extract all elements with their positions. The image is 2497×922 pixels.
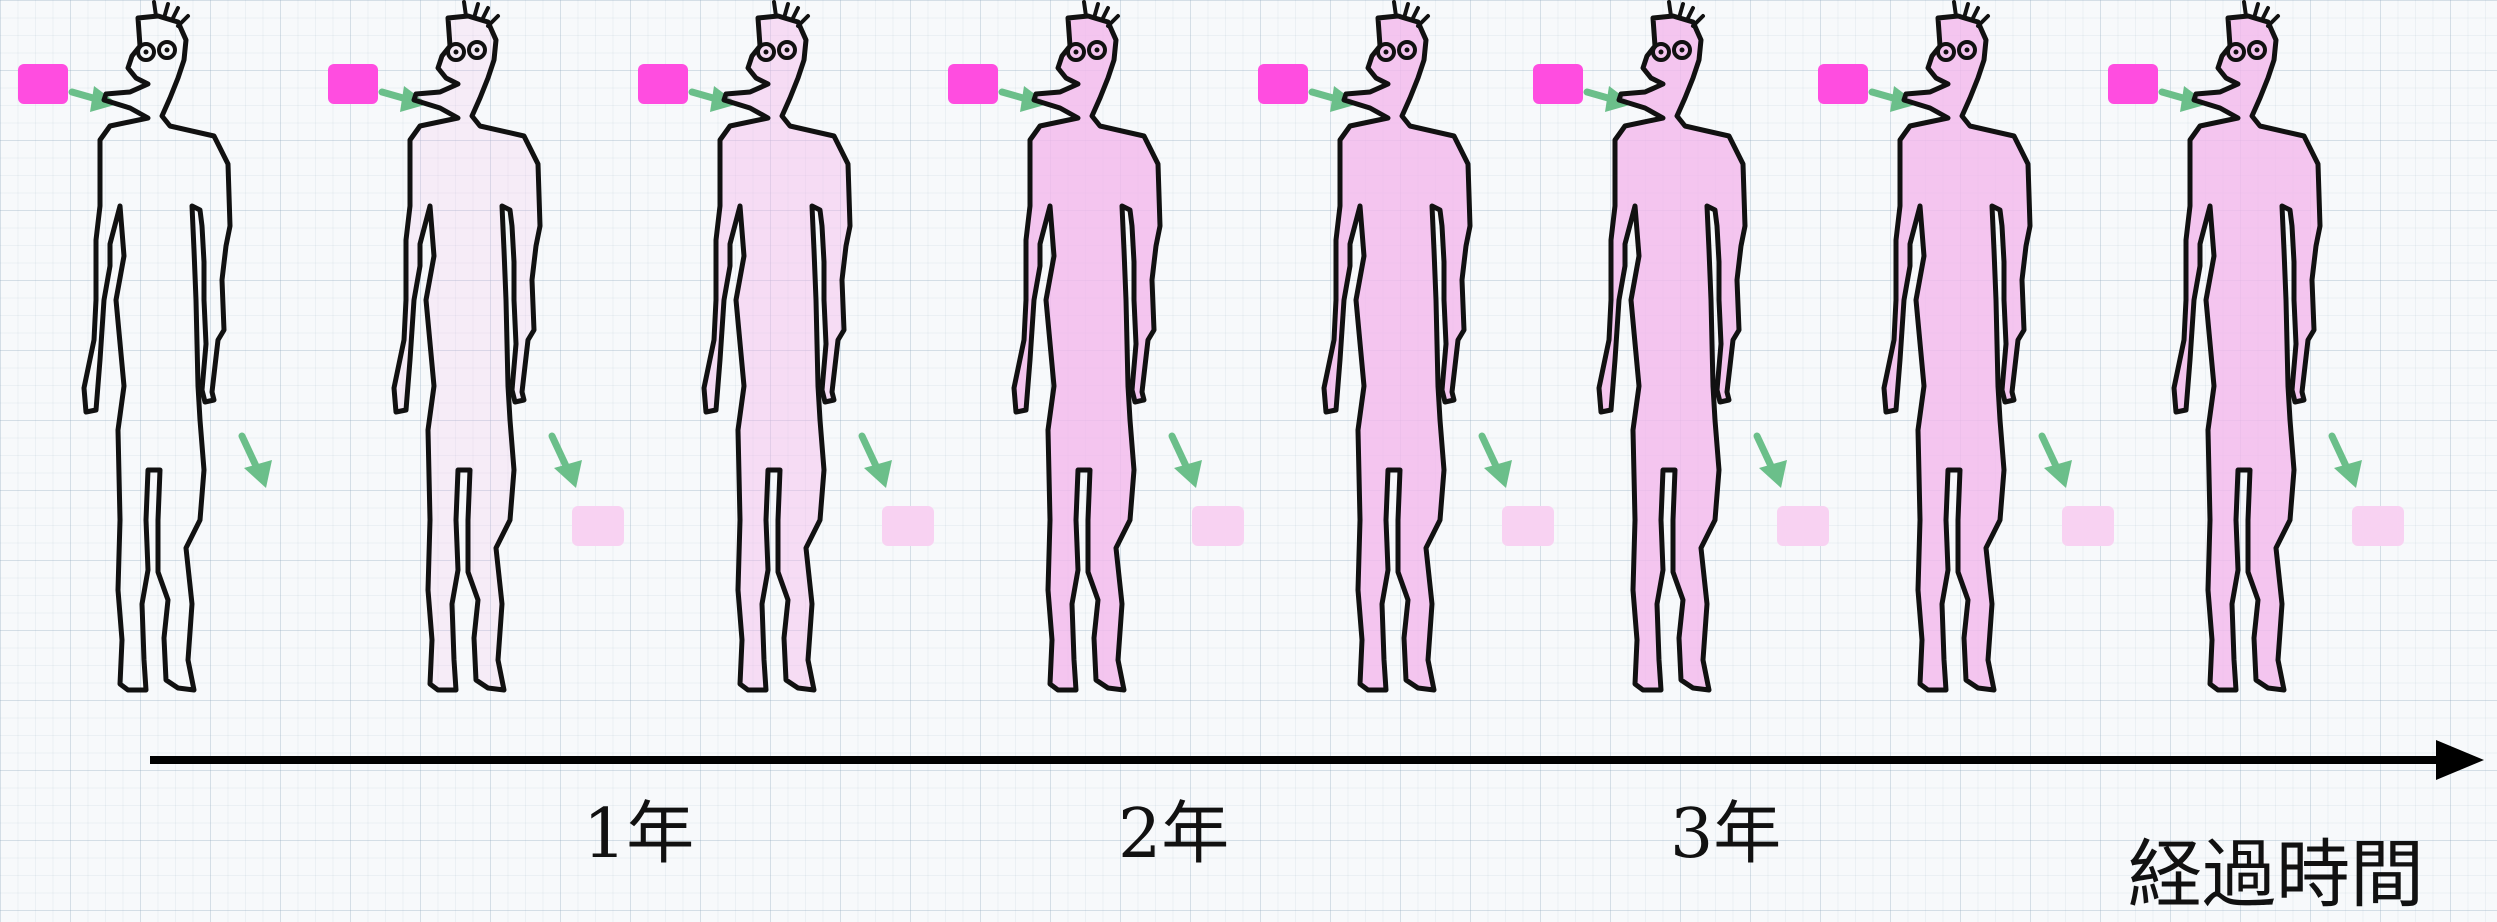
excrete-arrow [548, 432, 570, 470]
excrete-arrowhead [1759, 460, 1787, 488]
diagram-canvas [18, 0, 2484, 780]
intake-block [1258, 64, 1308, 104]
excrete-arrowhead [1484, 460, 1512, 488]
excrete-block [1192, 506, 1244, 546]
intake-block [18, 64, 68, 104]
excrete-arrowhead [244, 460, 272, 488]
excrete-arrowhead [554, 460, 582, 488]
excrete-block [2352, 506, 2404, 546]
excrete-arrow [238, 432, 260, 470]
excrete-arrow [2328, 432, 2350, 470]
excrete-arrowhead [2044, 460, 2072, 488]
excrete-arrow [1478, 432, 1500, 470]
axis-label-elapsed-time: 経過時間 [2128, 832, 2424, 918]
excrete-arrowhead [1174, 460, 1202, 488]
time-label-3-years: 3年 [1670, 795, 1782, 874]
person-figure-5 [1258, 2, 1554, 690]
intake-block [638, 64, 688, 104]
intake-block [1818, 64, 1868, 104]
intake-block [948, 64, 998, 104]
excrete-arrow [1753, 432, 1775, 470]
excrete-arrowhead [864, 460, 892, 488]
excrete-block [1777, 506, 1829, 546]
person-figure-8 [2108, 2, 2404, 690]
excrete-block [2062, 506, 2114, 546]
excrete-arrow [1168, 432, 1190, 470]
excrete-block [882, 506, 934, 546]
time-label-1-year: 1年 [583, 795, 695, 874]
person-figure-2 [328, 2, 624, 690]
person-figure-1 [18, 2, 272, 690]
intake-block [328, 64, 378, 104]
excrete-arrow [2038, 432, 2060, 470]
time-label-2-years: 2年 [1118, 795, 1230, 874]
person-figure-3 [638, 2, 934, 690]
person-figure-7 [1818, 2, 2114, 690]
person-figure-4 [948, 2, 1244, 690]
person-figure-6 [1533, 2, 1829, 690]
excrete-block [572, 506, 624, 546]
excrete-arrow [858, 432, 880, 470]
excrete-arrowhead [2334, 460, 2362, 488]
excrete-block [1502, 506, 1554, 546]
time-axis-arrowhead [2436, 740, 2484, 780]
intake-block [1533, 64, 1583, 104]
intake-block [2108, 64, 2158, 104]
